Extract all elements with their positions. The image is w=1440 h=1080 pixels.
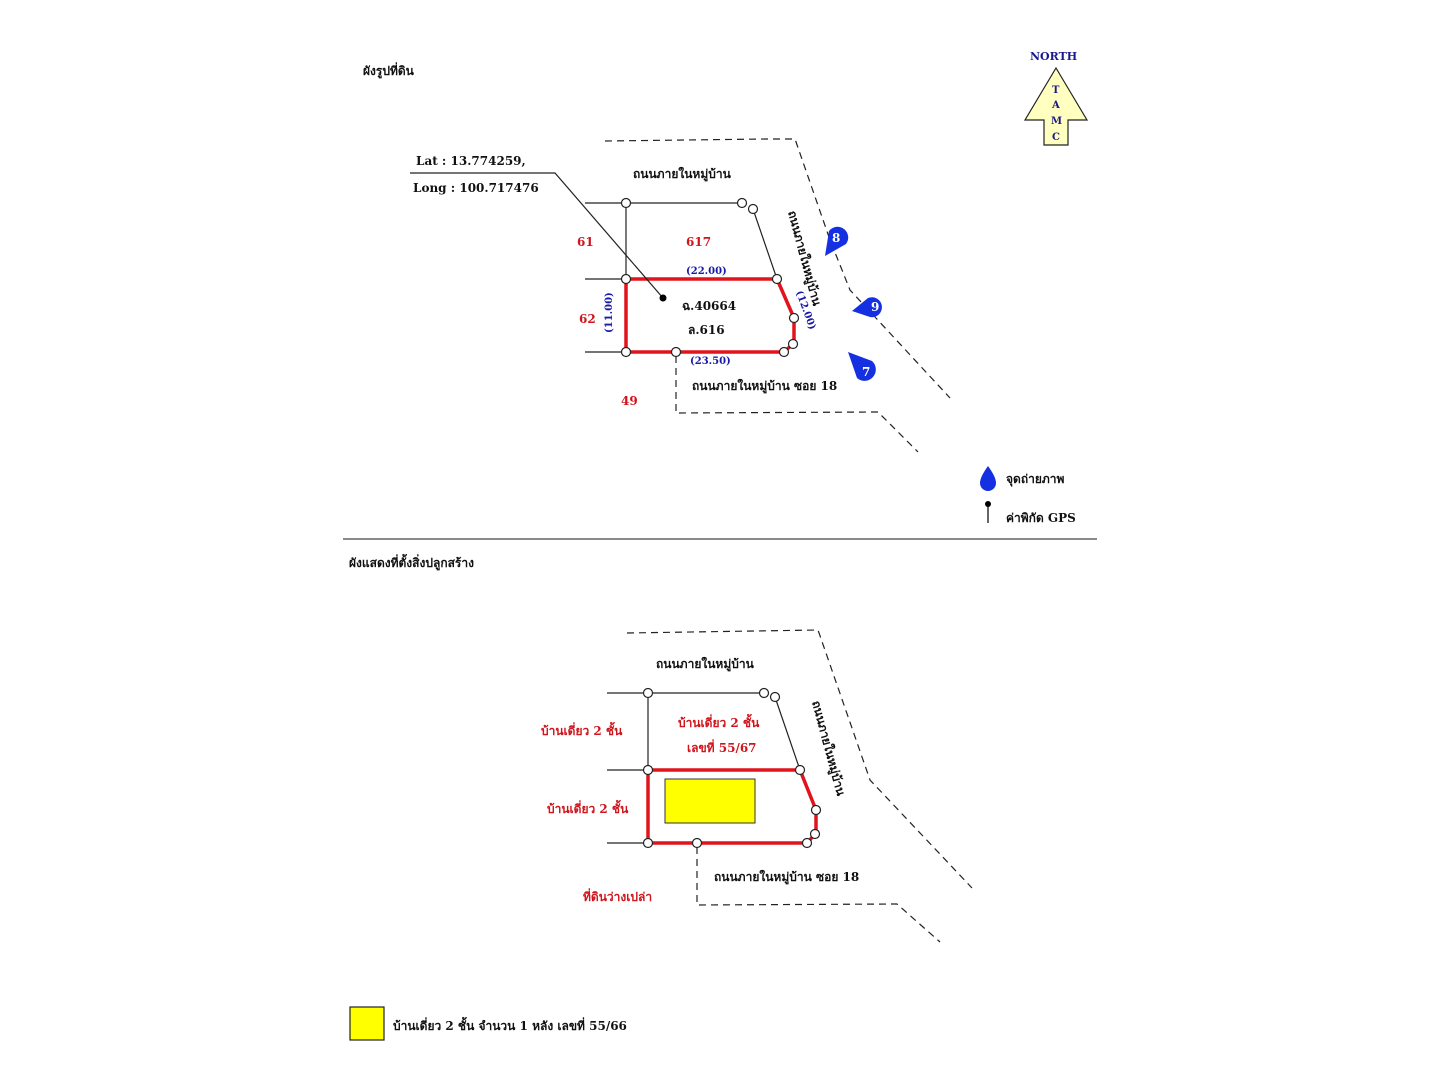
svg-text:M: M [1051,116,1062,127]
top-title: ผังรูปที่ดิน [363,62,415,79]
southwest-neighbor-label: ที่ดินว่างเปล่า [583,888,652,904]
svg-text:9: 9 [871,300,879,314]
road-south-label-bottom: ถนนภายในหมู่บ้าน ซอย 18 [714,869,859,885]
photo-point-7: 7 [848,352,876,381]
building-legend-text: บ้านเดี่ยว 2 ชั้น จำนวน 1 หลัง เลขที่ 55… [393,1016,627,1033]
svg-text:T: T [1052,85,1060,96]
photo-point-legend-icon [980,466,996,491]
north-neighbor-number: เลขที่ 55/67 [687,739,757,755]
bottom-title: ผังแสดงที่ตั้งสิ่งปลูกสร้าง [349,553,474,571]
bottom-roads [626,629,973,943]
deed-number: ฉ.40664 [682,299,736,313]
gps-point-icon [659,294,667,302]
road-east-label-bottom: ถนนภายในหมู่บ้าน [808,699,849,798]
building-legend-swatch [349,1006,385,1041]
parcel-61: 61 [577,235,594,249]
svg-text:C: C [1052,132,1060,143]
subject-plot-outline [624,277,796,354]
northwest-neighbor-label: บ้านเดี่ยว 2 ชั้น [541,721,623,738]
boundary-markers-bottom [642,687,822,849]
building-footprint [664,778,756,824]
svg-text:NORTH: NORTH [1030,50,1077,63]
north-arrow-icon: NORTH T A M C [1023,50,1089,146]
road-south-label: ถนนภายในหมู่บ้าน ซอย 18 [692,378,837,394]
road-north-label-bottom: ถนนภายในหมู่บ้าน [656,656,755,672]
svg-text:7: 7 [862,365,870,379]
photo-point-9: 9 [852,297,882,318]
dim-left: (11.00) [604,292,615,333]
gps-callout: Lat : 13.774259, Long : 100.717476 [410,154,667,302]
svg-text:8: 8 [832,231,840,245]
parcel-617: 617 [686,235,711,249]
boundary-markers [620,197,800,358]
longitude: Long : 100.717476 [413,181,539,195]
parcel-49: 49 [621,394,638,408]
svg-text:ค่าพิกัด GPS: ค่าพิกัด GPS [1006,511,1076,525]
photo-marker-icon [848,352,876,381]
dim-bottom: (23.50) [690,356,731,367]
lot-number: ล.616 [688,323,725,337]
north-neighbor-label: บ้านเดี่ยว 2 ชั้น [678,713,760,730]
top-boundaries [585,202,778,353]
bottom-boundaries [607,692,801,844]
svg-text:จุดถ่ายภาพ: จุดถ่ายภาพ [1006,472,1065,487]
legend: จุดถ่ายภาพ ค่าพิกัด GPS [980,466,1076,525]
photo-point-8: 8 [825,226,849,256]
road-north-label: ถนนภายในหมู่บ้าน [633,166,732,182]
svg-text:A: A [1051,100,1060,111]
west-neighbor-label: บ้านเดี่ยว 2 ชั้น [547,799,629,816]
dim-top: (22.00) [686,266,727,277]
parcel-62: 62 [579,312,596,326]
latitude: Lat : 13.774259, [416,154,526,168]
photo-marker-icon [825,226,849,256]
top-roads [604,138,951,453]
photo-marker-icon [852,297,882,318]
